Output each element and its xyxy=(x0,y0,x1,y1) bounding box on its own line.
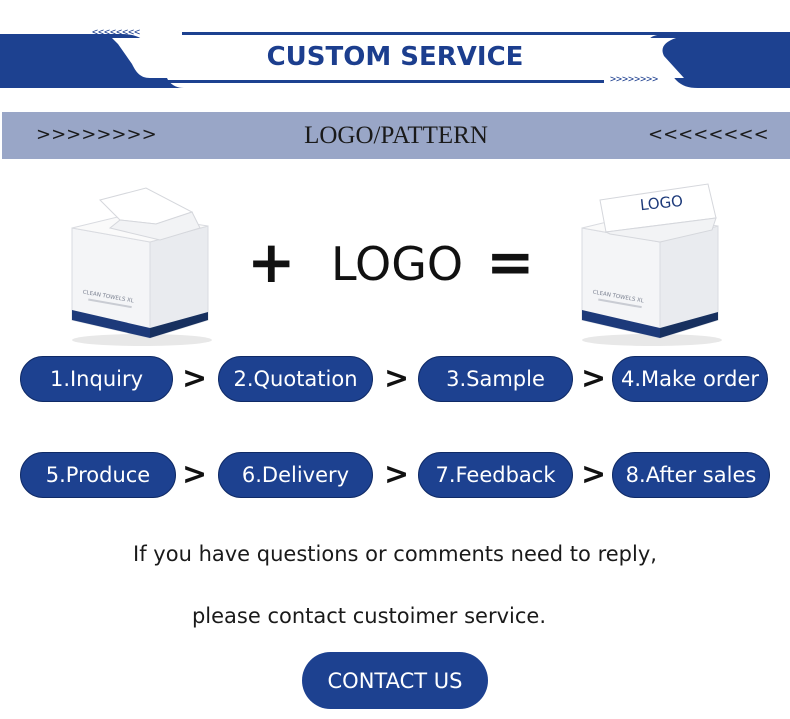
towel-box-logo-icon: LOGO CLEAN TOWELS XL xyxy=(581,183,722,346)
step-separator: > xyxy=(581,361,607,396)
page-title: CUSTOM SERVICE xyxy=(266,42,524,72)
contact-message-line1: If you have questions or comments need t… xyxy=(133,542,657,566)
towel-box-icon: CLEAN TOWELS XL xyxy=(71,187,212,346)
step-separator: > xyxy=(182,361,208,396)
strip-arrows-left: >>>>>>>> xyxy=(36,124,157,145)
logo-word: LOGO xyxy=(331,237,464,291)
banner-arrows-right: >>>>>>>> xyxy=(610,74,659,85)
step-inquiry: 1.Inquiry xyxy=(20,356,173,402)
banner-shape xyxy=(0,32,790,88)
section-title: LOGO/PATTERN xyxy=(304,122,488,149)
printed-logo: LOGO xyxy=(639,192,684,214)
product-image-plain: CLEAN TOWELS XL xyxy=(60,180,220,350)
step-produce: 5.Produce xyxy=(20,452,176,498)
section-strip: >>>>>>>> LOGO/PATTERN <<<<<<<< xyxy=(2,112,790,159)
step-after-sales: 8.After sales xyxy=(612,452,770,498)
equals-sign: = xyxy=(486,228,535,296)
step-separator: > xyxy=(384,361,410,396)
contact-us-button[interactable]: CONTACT US xyxy=(302,652,488,709)
plus-sign: + xyxy=(247,228,296,296)
step-make-order: 4.Make order xyxy=(612,356,768,402)
product-image-logo: LOGO CLEAN TOWELS XL xyxy=(570,178,730,350)
step-separator: > xyxy=(581,457,607,492)
contact-message-line2: please contact custoimer service. xyxy=(191,604,547,628)
step-separator: > xyxy=(182,457,208,492)
step-quotation: 2.Quotation xyxy=(218,356,373,402)
step-separator: > xyxy=(384,457,410,492)
step-feedback: 7.Feedback xyxy=(418,452,573,498)
banner-arrows-left: <<<<<<<< xyxy=(92,27,141,38)
step-delivery: 6.Delivery xyxy=(218,452,373,498)
strip-arrows-right: <<<<<<<< xyxy=(648,124,769,145)
step-sample: 3.Sample xyxy=(418,356,573,402)
